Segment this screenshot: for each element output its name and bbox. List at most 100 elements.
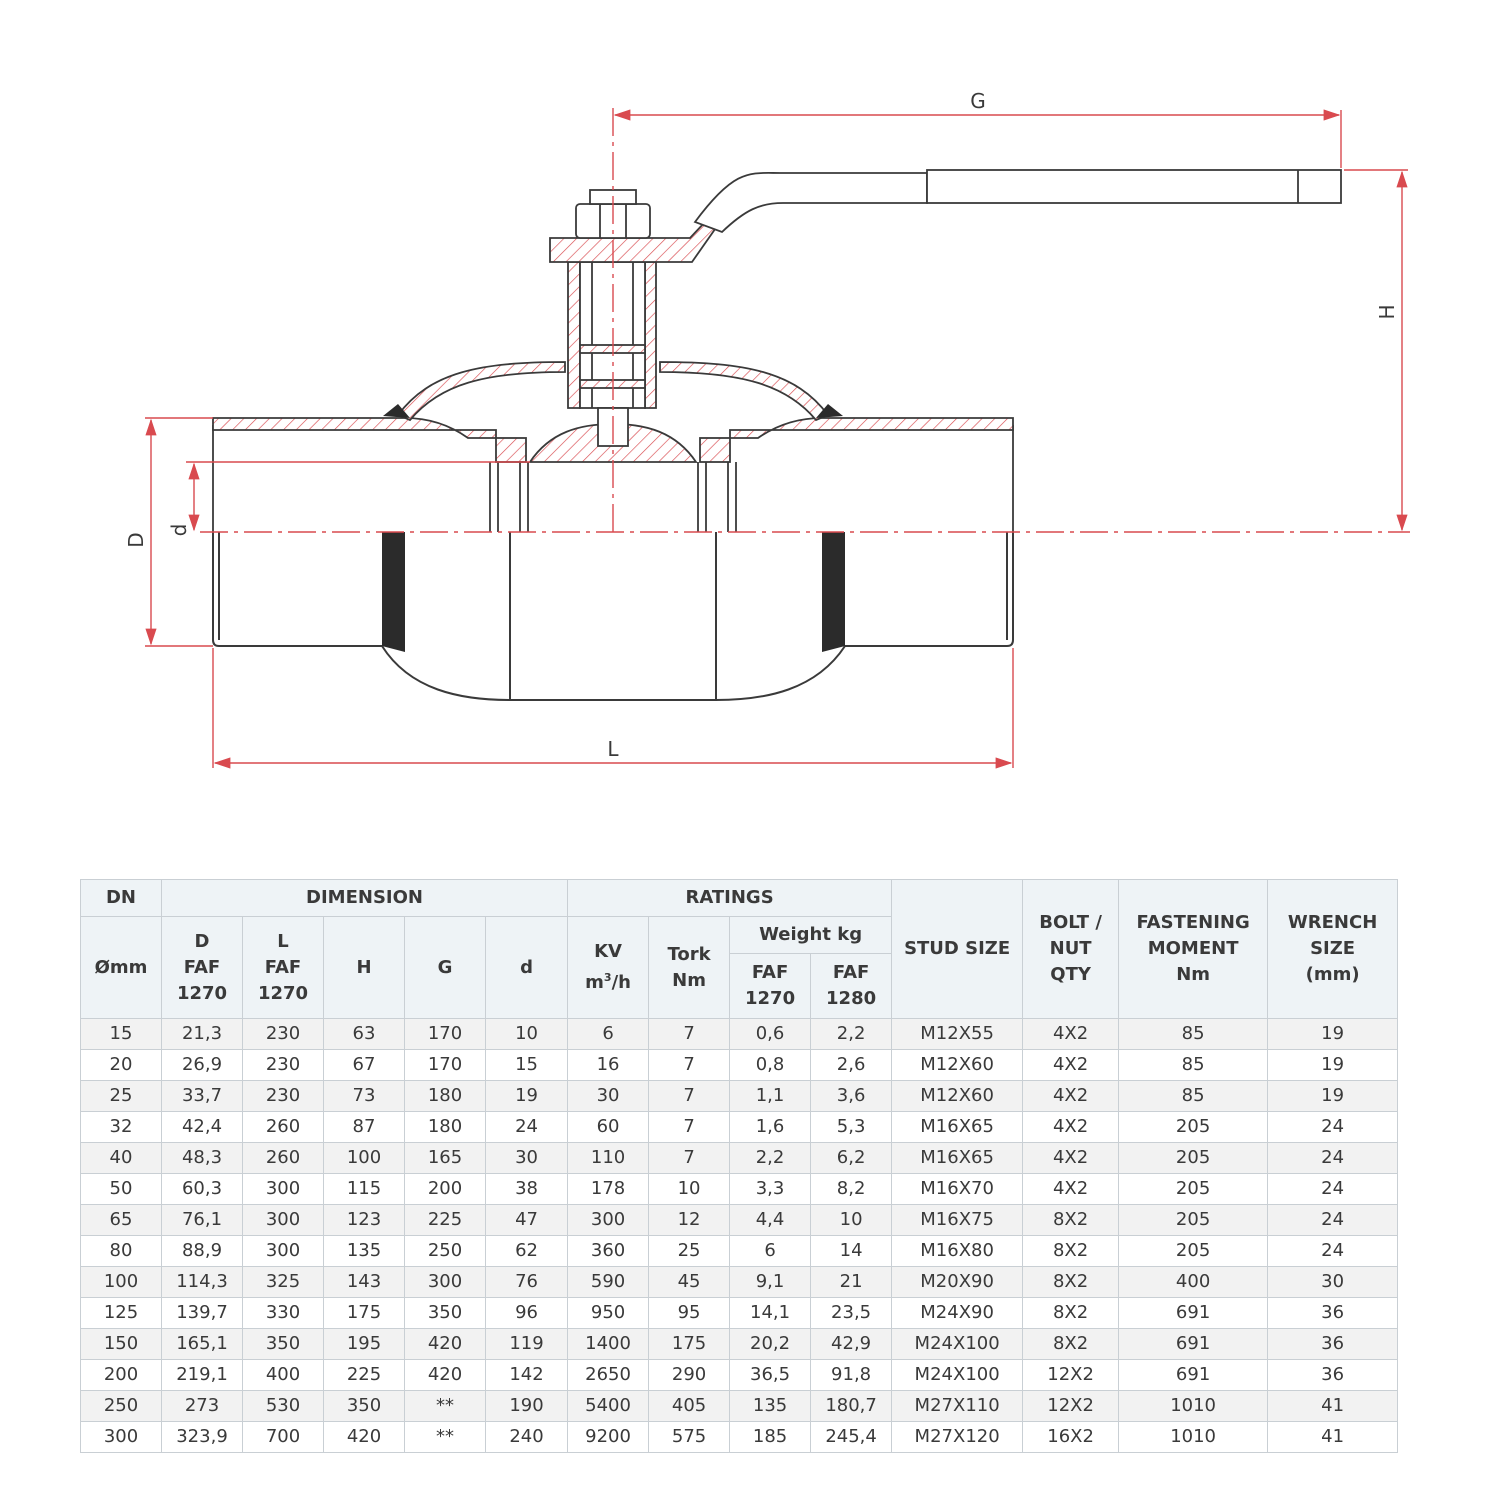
table-cell: 20,2 [729,1328,812,1360]
table-cell: 24 [1267,1173,1399,1205]
table-cell: 4X2 [1022,1049,1120,1081]
table-cell: 200 [80,1359,162,1391]
table-cell: 330 [242,1297,324,1329]
dim-label-g: G [970,89,986,113]
table-cell: 260 [242,1111,324,1143]
table-cell: 4X2 [1022,1173,1120,1205]
table-cell: 175 [648,1328,731,1360]
table-cell: 73 [323,1080,405,1112]
table-cell: 530 [242,1390,324,1422]
table-cell: 110 [567,1142,650,1174]
table-cell: M16X80 [891,1235,1024,1267]
table-cell: 20 [80,1049,162,1081]
table-cell: 42,4 [161,1111,243,1143]
table-cell: 76 [484,1266,569,1298]
table-cell: ** [404,1421,486,1453]
header-dimension: DIMENSION [160,879,569,917]
table-cell: 6,2 [810,1142,893,1174]
table-cell: 100 [80,1266,162,1298]
table-cell: 16 [567,1049,650,1081]
table-cell: 1400 [567,1328,650,1360]
table-cell: 60 [567,1111,650,1143]
table-cell: 219,1 [161,1359,243,1391]
table-cell: 5,3 [810,1111,893,1143]
table-cell: 135 [729,1390,812,1422]
table-cell: 16X2 [1022,1421,1120,1453]
table-cell: 19 [1267,1049,1399,1081]
table-cell: M12X60 [891,1049,1024,1081]
table-cell: 0,6 [729,1018,812,1050]
table-cell: 420 [404,1328,486,1360]
table-cell: 12X2 [1022,1359,1120,1391]
dim-label-l: L [607,737,619,761]
table-cell: 165 [404,1142,486,1174]
table-cell: 36 [1267,1328,1399,1360]
table-cell: 65 [80,1204,162,1236]
table-cell: 123 [323,1204,405,1236]
valve-body-section [212,169,1342,532]
header-weight-faf1270: FAF 1270 [729,953,812,1019]
table-cell: 205 [1118,1111,1269,1143]
table-cell: 8X2 [1022,1266,1120,1298]
table-cell: 205 [1118,1173,1269,1205]
table-cell: 180 [404,1111,486,1143]
table-cell: 7 [648,1049,731,1081]
table-cell: 119 [484,1328,569,1360]
table-cell: 143 [323,1266,405,1298]
table-cell: 225 [404,1204,486,1236]
header-l: L FAF 1270 [242,916,324,1019]
table-cell: 185 [729,1421,812,1453]
table-cell: 36 [1267,1359,1399,1391]
table-cell: M16X65 [891,1142,1024,1174]
table-cell: 15 [484,1049,569,1081]
table-cell: 4X2 [1022,1111,1120,1143]
table-cell: 1010 [1118,1421,1269,1453]
header-fastening-moment: FASTENING MOMENT Nm [1118,879,1269,1019]
dimension-lines [145,109,1408,769]
table-cell: 10 [484,1018,569,1050]
table-cell: 2650 [567,1359,650,1391]
table-cell: 114,3 [161,1266,243,1298]
table-cell: M24X100 [891,1328,1024,1360]
header-bolt-nut-qty: BOLT / NUT QTY [1022,879,1120,1019]
table-cell: 88,9 [161,1235,243,1267]
table-cell: M24X100 [891,1359,1024,1391]
specification-table: DN DIMENSION RATINGS STUD SIZE BOLT / NU… [80,879,1399,1453]
table-cell: 24 [1267,1142,1399,1174]
table-cell: 48,3 [161,1142,243,1174]
table-cell: 21,3 [161,1018,243,1050]
table-cell: 12 [648,1204,731,1236]
table-cell: 87 [323,1111,405,1143]
table-cell: 700 [242,1421,324,1453]
table-cell: 420 [323,1421,405,1453]
table-cell: 8X2 [1022,1204,1120,1236]
table-cell: 180 [404,1080,486,1112]
table-cell: 3,3 [729,1173,812,1205]
table-cell: 190 [484,1390,569,1422]
table-cell: 230 [242,1080,324,1112]
header-d-inner: d [484,916,569,1019]
table-cell: 6 [567,1018,650,1050]
table-cell: 24 [1267,1204,1399,1236]
table-cell: 4X2 [1022,1080,1120,1112]
table-cell: 15 [80,1018,162,1050]
table-cell: 100 [323,1142,405,1174]
dim-label-d-inner: d [167,524,191,537]
table-cell: 33,7 [161,1080,243,1112]
table-cell: 590 [567,1266,650,1298]
table-cell: 60,3 [161,1173,243,1205]
table-cell: 80 [80,1235,162,1267]
table-cell: 3,6 [810,1080,893,1112]
table-cell: 30 [484,1142,569,1174]
table-cell: 170 [404,1018,486,1050]
table-cell: 1,1 [729,1080,812,1112]
ball-valve-drawing: G H D d L [124,89,1410,769]
table-cell: 350 [323,1390,405,1422]
